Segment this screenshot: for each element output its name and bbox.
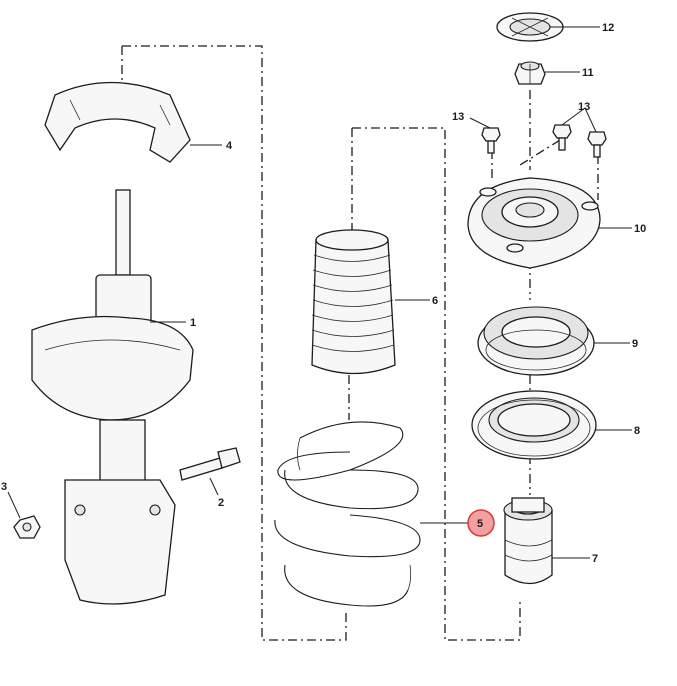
callout-13-left: 13 <box>452 111 464 123</box>
callout-5-label: 5 <box>477 518 483 530</box>
part-5-coil-spring <box>274 421 421 607</box>
callout-7: 7 <box>592 553 598 565</box>
part-10-top-mount <box>467 177 601 269</box>
part-8-spring-seat <box>471 390 597 460</box>
part-9-strut-bearing <box>477 306 595 376</box>
bolt-right <box>587 131 607 158</box>
part-6-dust-bellows <box>311 229 396 375</box>
callout-12: 12 <box>602 22 614 34</box>
part-7-bump-stop <box>503 497 553 585</box>
callout-5-highlighted[interactable]: 5 <box>467 509 495 537</box>
callout-8: 8 <box>634 425 640 437</box>
callout-13-right: 13 <box>578 101 590 113</box>
part-11-top-nut <box>514 61 546 85</box>
part-12-dust-cap <box>496 12 564 42</box>
callout-3: 3 <box>1 481 7 493</box>
assembly-guide-lines <box>121 45 599 641</box>
bolt-middle <box>552 124 572 151</box>
callout-4: 4 <box>226 140 233 152</box>
callout-6: 6 <box>432 295 438 307</box>
part-13-mount-bolts <box>481 124 607 158</box>
callout-10: 10 <box>634 223 646 235</box>
bolt-left <box>481 127 501 154</box>
part-1-strut-assembly <box>31 189 194 605</box>
callout-9: 9 <box>632 338 638 350</box>
callout-labels: 12 11 13 13 10 9 8 7 6 4 1 2 3 <box>1 22 646 565</box>
leader-lines <box>7 26 632 559</box>
part-2-pinch-bolt <box>179 447 241 481</box>
part-4-spring-insulator <box>44 81 191 163</box>
callout-11: 11 <box>582 67 594 79</box>
part-3-nut <box>13 515 41 539</box>
callout-1: 1 <box>190 317 196 329</box>
callout-2: 2 <box>218 497 224 509</box>
